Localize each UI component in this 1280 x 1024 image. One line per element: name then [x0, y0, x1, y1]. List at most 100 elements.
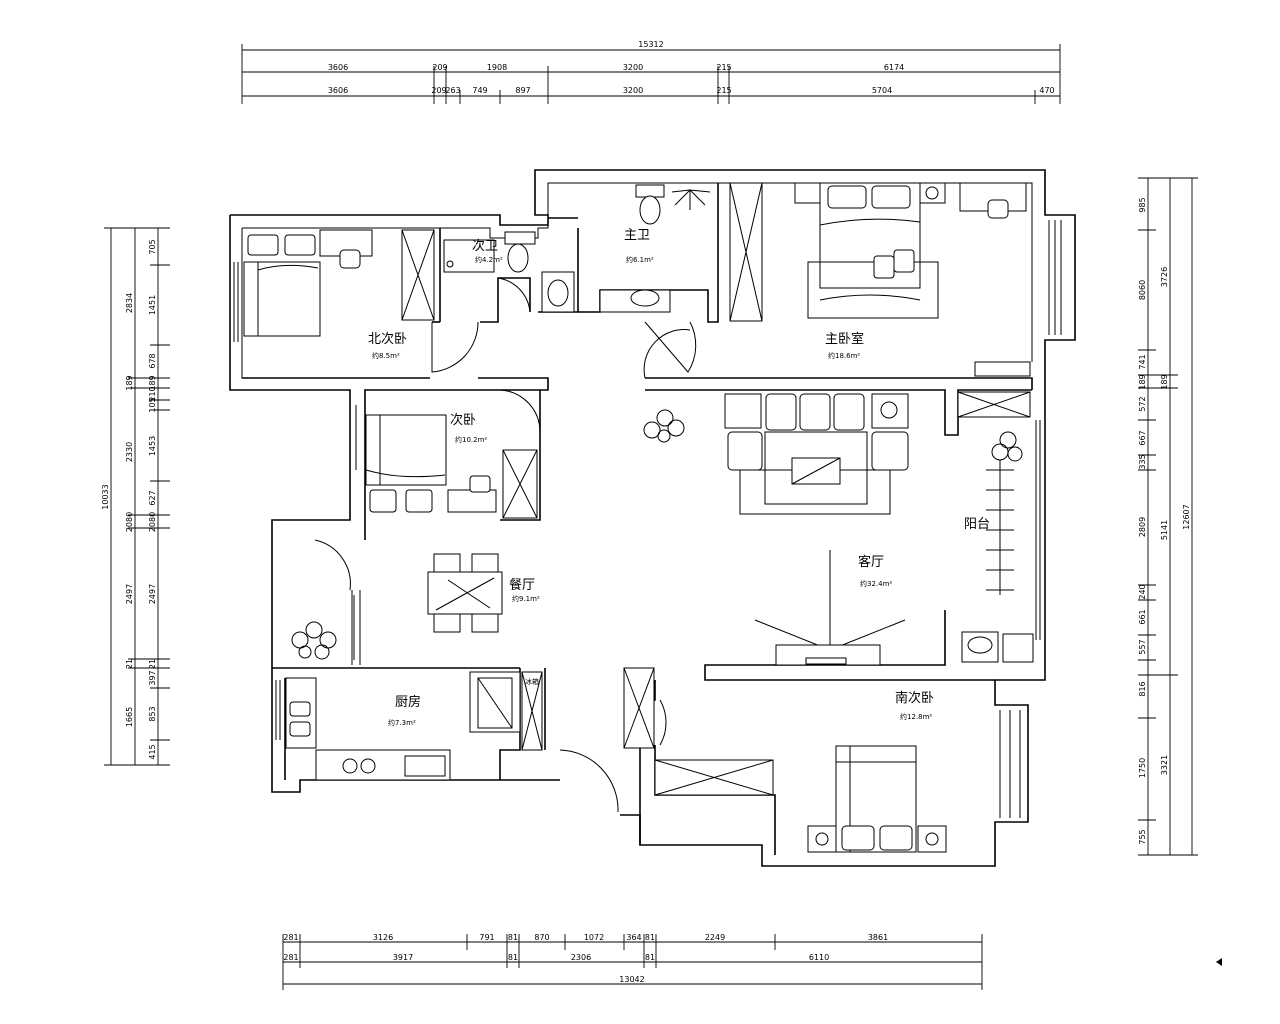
right-dimensions: 12607 3726 189 5141 3321 985 8060 741 18… [1138, 177, 1198, 856]
dim-right-i-7: 2809 [1138, 517, 1147, 537]
room-label-dining: 餐厅 [509, 577, 535, 593]
room-label-master-bath: 主卫 [624, 228, 650, 243]
room-area-north-bedroom: 约8.5m² [372, 351, 400, 360]
dim-bot-r2-4: 81 [645, 953, 655, 962]
room-label-north-bedroom: 北次卧 [368, 331, 407, 347]
dim-top-r2-6: 215 [716, 86, 731, 95]
dim-top-r1-4: 215 [716, 63, 731, 72]
dim-left-i-7: 627 [148, 490, 157, 505]
dim-left-i-4: 210 [148, 386, 157, 401]
dim-top-r2-2: 263 [445, 86, 460, 95]
room-area-south-bedroom: 约12.8m² [900, 712, 932, 721]
dim-left-o-1: 189 [125, 375, 134, 390]
room-label-south-bedroom: 南次卧 [895, 690, 934, 706]
master-bedroom-furniture [794, 182, 1031, 377]
dim-bot-r1-1: 3126 [373, 933, 393, 942]
dim-bot-r1-6: 364 [626, 933, 641, 942]
dim-top-r2-4: 897 [515, 86, 530, 95]
dim-left-i-9: 2497 [148, 584, 157, 604]
dim-bot-r2-3: 2306 [571, 953, 591, 962]
dim-left-o-5: 21 [125, 659, 134, 669]
dim-bot-r1-3: 81 [508, 933, 518, 942]
balcony-furniture [957, 391, 1034, 663]
dim-bot-r1-0: 281 [283, 933, 298, 942]
dim-left-o-2: 2330 [125, 442, 134, 462]
dim-top-r1-2: 1908 [487, 63, 507, 72]
bottom-dimensions: 281 3126 791 81 870 1072 364 81 2249 386… [282, 933, 983, 990]
room-area-kitchen: 约7.3m² [388, 718, 416, 727]
dim-top-r2-7: 5704 [872, 86, 892, 95]
dim-bot-r2-2: 81 [508, 953, 518, 962]
dim-right-m-2: 5141 [1160, 520, 1169, 540]
dim-right-i-10: 557 [1138, 639, 1147, 654]
room-area-master-bedroom: 约18.6m² [828, 351, 860, 360]
room-label-balcony: 阳台 [964, 517, 990, 532]
dim-top-r2-8: 470 [1039, 86, 1054, 95]
dim-left-i-12: 853 [148, 706, 157, 721]
doors [314, 277, 697, 813]
door-master-bath [644, 321, 697, 373]
dim-bot-r2-0: 281 [283, 953, 298, 962]
second-bath-fixtures [443, 231, 575, 313]
dim-bot-r2-1: 3917 [393, 953, 413, 962]
dim-left-o-3: 2080 [125, 512, 134, 532]
living-room-furniture [643, 393, 909, 666]
top-dimensions: 15312 3606 209 1908 3200 215 6174 3606 2… [241, 40, 1061, 104]
dim-right-total: 12607 [1182, 504, 1191, 529]
north-bedroom-furniture [243, 229, 435, 337]
dim-top-r2-3: 749 [472, 86, 487, 95]
dim-top-r2-1: 209 [431, 86, 446, 95]
room-label-living: 客厅 [858, 554, 884, 570]
arrow-icon [1216, 958, 1222, 966]
south-bedroom-furniture [654, 745, 947, 853]
dim-left-i-2: 678 [148, 353, 157, 368]
dim-top-r1-1: 209 [432, 63, 447, 72]
door-dining-side [314, 539, 351, 591]
dim-left-o-6: 1665 [125, 707, 134, 727]
dim-left-i-3: 189 [148, 375, 157, 390]
dim-left-total: 10033 [101, 484, 110, 509]
dim-right-i-12: 1750 [1138, 758, 1147, 778]
dim-left-i-8: 2080 [148, 512, 157, 532]
dim-right-i-5: 667 [1138, 430, 1147, 445]
dim-bot-r1-7: 81 [645, 933, 655, 942]
kitchen-fixtures [285, 667, 655, 781]
dim-bot-r1-4: 870 [534, 933, 549, 942]
door-second-bedroom [499, 389, 541, 433]
room-area-living: 约32.4m² [860, 579, 892, 588]
dim-bot-r2-5: 6110 [809, 953, 829, 962]
room-label-master-bedroom: 主卧室 [825, 331, 864, 347]
dim-left-i-1: 1451 [148, 295, 157, 315]
room-area-second-bath: 约4.2m² [475, 255, 503, 264]
dim-right-m-3: 3321 [1160, 755, 1169, 775]
door-south-bedroom [659, 699, 667, 746]
dim-right-i-11: 816 [1138, 681, 1147, 696]
dim-top-total: 15312 [638, 40, 663, 49]
room-area-master-bath: 约6.1m² [626, 255, 654, 264]
dim-bot-total: 13042 [619, 975, 644, 984]
windows [233, 220, 1062, 818]
dim-top-r1-3: 3200 [623, 63, 643, 72]
dim-right-i-6: 335 [1138, 454, 1147, 469]
dim-right-i-13: 755 [1138, 829, 1147, 844]
room-label-second-bedroom: 次卧 [450, 412, 476, 428]
dim-top-r1-0: 3606 [328, 63, 348, 72]
dim-right-i-8: 240 [1138, 584, 1147, 599]
dim-left-i-5: 105 [148, 397, 157, 412]
dim-bot-r1-8: 2249 [705, 933, 725, 942]
room-label-kitchen: 厨房 [395, 694, 421, 710]
dim-top-r1-5: 6174 [884, 63, 904, 72]
dim-right-i-1: 8060 [1138, 280, 1147, 300]
dim-bot-r1-5: 1072 [584, 933, 604, 942]
dim-right-i-2: 741 [1138, 354, 1147, 369]
dim-top-r2-0: 3606 [328, 86, 348, 95]
dim-right-i-3: 189 [1138, 374, 1147, 389]
left-dimensions: 10033 2834 189 2330 2080 2497 21 1665 70… [101, 227, 170, 766]
door-north-bedroom [431, 321, 479, 373]
room-area-second-bedroom: 约10.2m² [455, 435, 487, 444]
dim-left-i-10: 21 [148, 659, 157, 669]
room-label-second-bath: 次卫 [472, 238, 498, 254]
dim-left-o-0: 2834 [125, 293, 134, 313]
master-bath-fixtures [599, 182, 763, 322]
dim-right-i-9: 661 [1138, 609, 1147, 624]
